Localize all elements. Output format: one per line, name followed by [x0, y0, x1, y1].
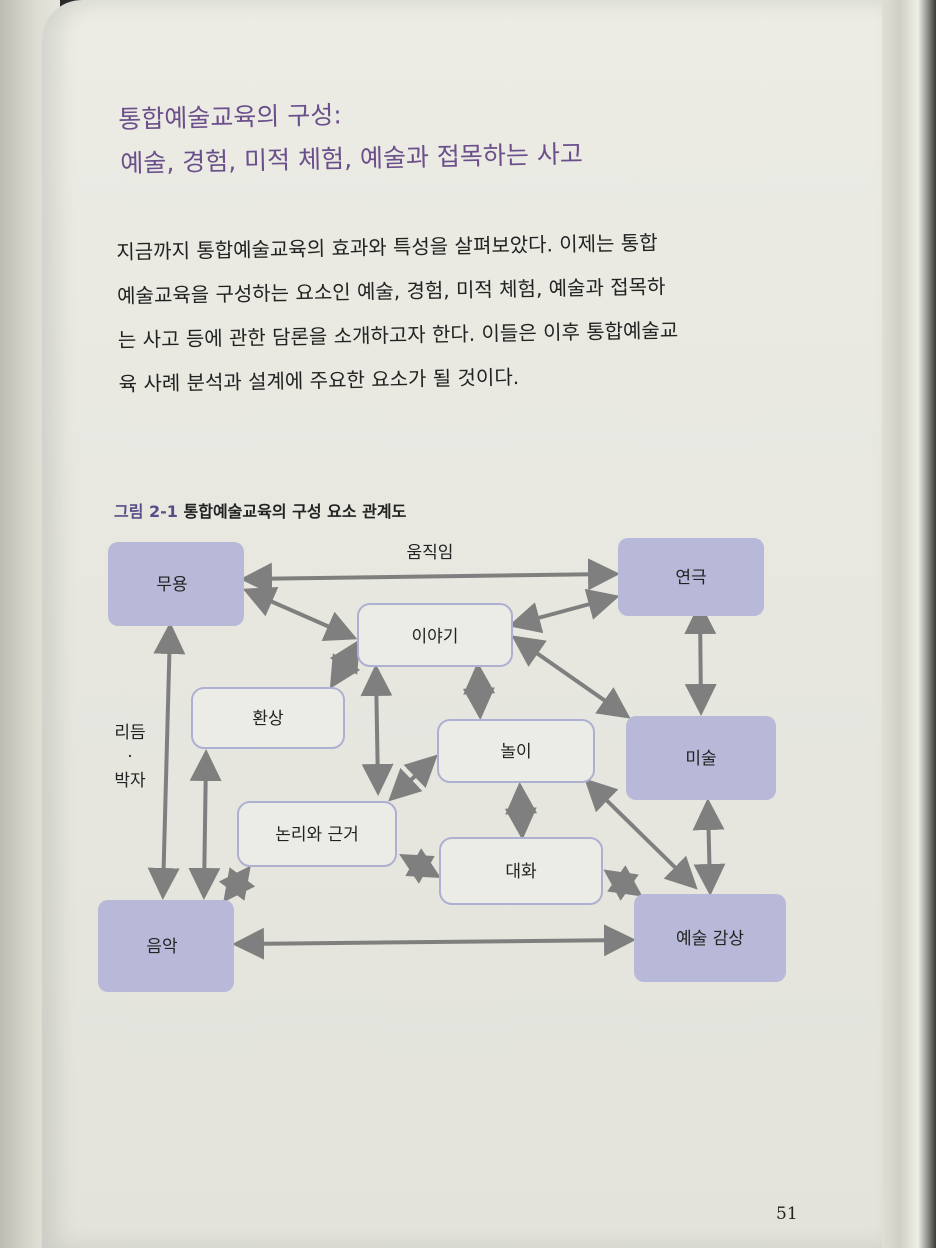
node-theater-label: 연극	[675, 568, 706, 588]
node-play-label: 놀이	[500, 742, 531, 762]
edge-dance-theater	[240, 558, 620, 595]
edge-label-movement: 움직임	[407, 543, 454, 563]
node-dialogue-label: 대화	[505, 862, 537, 882]
edge-story-art	[511, 635, 631, 719]
node-music-label: 음악	[146, 937, 178, 957]
edge-story-play	[462, 662, 496, 720]
node-appreciation-label: 예술 감상	[676, 929, 744, 949]
node-appreciation: 예술 감상	[634, 894, 786, 982]
edge-label-dot: ·	[127, 747, 132, 767]
book-page-stack	[876, 0, 936, 1248]
node-logic-label: 논리와 근거	[275, 825, 359, 845]
node-art-label: 미술	[685, 749, 716, 769]
edge-fantasy-music	[188, 749, 222, 900]
node-story: 이야기	[357, 603, 513, 667]
edge-story-fantasy	[329, 639, 361, 689]
edge-logic-dialogue	[399, 848, 441, 884]
node-dance: 무용	[108, 542, 244, 626]
node-fantasy: 환상	[191, 687, 345, 749]
edge-label-beat: 박자	[114, 771, 146, 791]
edge-dance-story	[242, 587, 358, 641]
edge-story-logic	[360, 664, 394, 796]
figure-caption: 그림 2-1 통합예술교육의 구성 요소 관계도	[114, 498, 406, 522]
node-logic: 논리와 근거	[237, 801, 397, 867]
figure-number: 그림 2-1	[114, 502, 178, 521]
figure-caption-text: 통합예술교육의 구성 요소 관계도	[183, 502, 407, 521]
page-number: 51	[776, 1204, 798, 1224]
node-art: 미술	[626, 716, 776, 800]
edge-play-logic	[388, 754, 438, 802]
node-play: 놀이	[437, 719, 595, 783]
node-dialogue: 대화	[439, 837, 603, 905]
node-theater: 연극	[618, 538, 764, 616]
edge-play-appreciation	[584, 778, 698, 890]
edge-logic-music	[218, 865, 256, 903]
edge-dialogue-appreciation	[603, 865, 643, 901]
edge-story-theater	[508, 588, 620, 634]
edge-music-appreciation	[232, 924, 636, 960]
node-dance-label: 무용	[156, 575, 187, 595]
edge-theater-art	[684, 602, 717, 716]
node-story-label: 이야기	[412, 627, 459, 647]
edge-play-dialogue	[504, 782, 538, 840]
edge-art-appreciation	[692, 798, 726, 896]
edge-dance-music	[147, 622, 186, 900]
edge-label-rhythm: 리듬	[114, 723, 145, 743]
node-music: 음악	[98, 900, 234, 992]
diagram-edges	[147, 558, 726, 960]
node-fantasy-label: 환상	[252, 709, 284, 729]
